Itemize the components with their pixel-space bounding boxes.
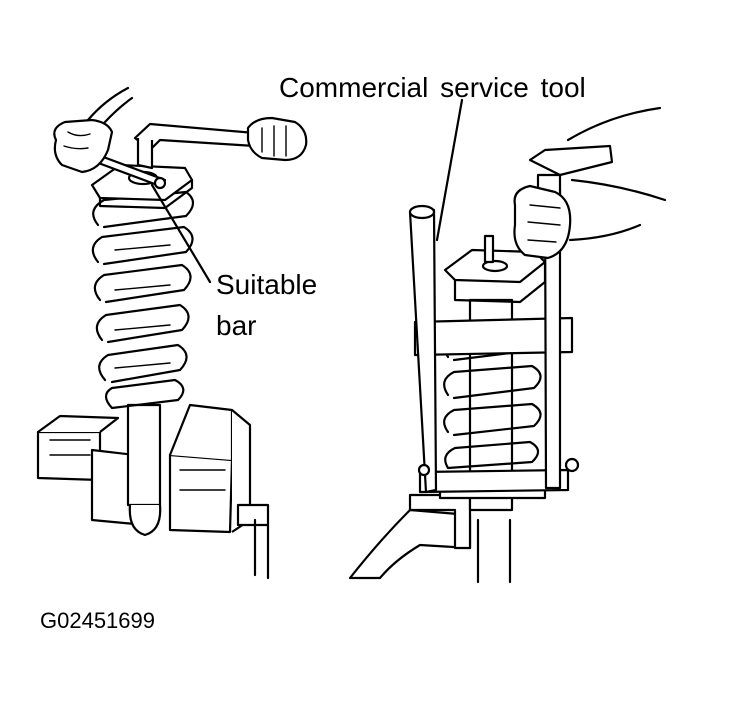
figure-id: G02451699 <box>40 608 155 633</box>
bench-vise <box>36 403 270 580</box>
label-bar: bar <box>216 310 257 341</box>
commercial-tool-leader <box>435 98 464 242</box>
right-upper-mount <box>443 234 547 304</box>
left-coil-spring <box>91 190 195 410</box>
left-strut-tube <box>126 403 162 537</box>
suitable-bar-leader <box>150 183 212 284</box>
right-base-bracket <box>348 493 512 584</box>
ratchet-wrench <box>133 122 257 170</box>
left-hand-bar <box>53 86 134 174</box>
right-compressor-assembly <box>348 98 667 584</box>
right-hand-compressor <box>513 106 667 260</box>
label-suitable: Suitable <box>216 269 318 300</box>
right-hand-wrench <box>246 116 308 162</box>
label-commercial-service-tool: Commercial service tool <box>279 72 586 103</box>
commercial-service-tool <box>408 188 580 494</box>
left-strut-assembly <box>36 86 308 580</box>
